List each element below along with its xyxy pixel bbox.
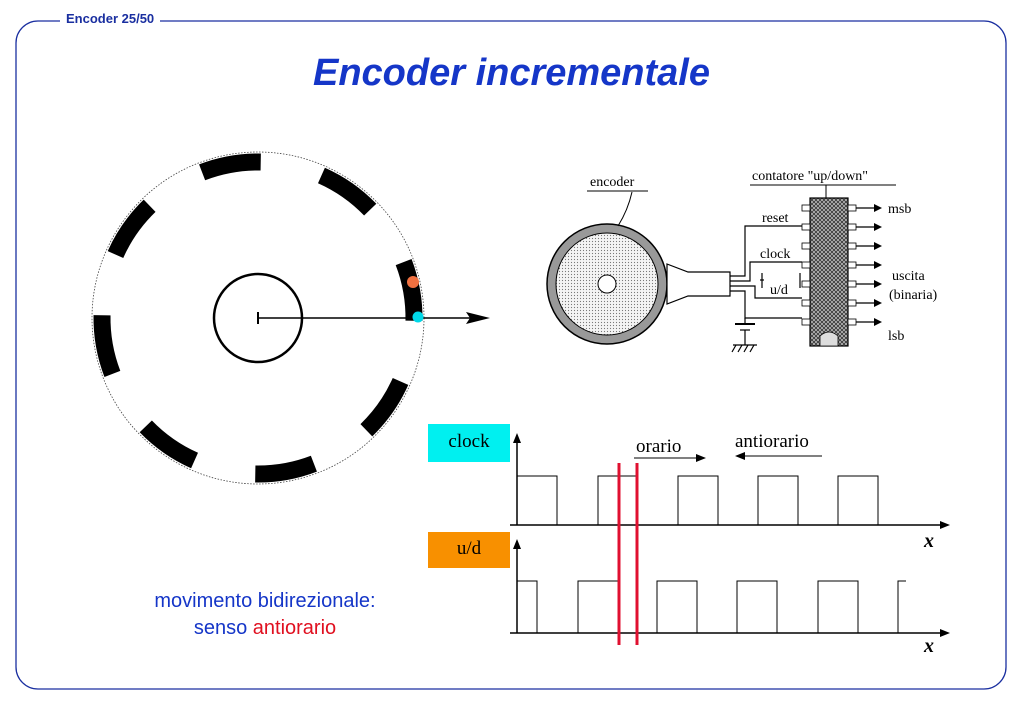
disk-segment <box>317 167 377 216</box>
msb-label: msb <box>888 202 911 217</box>
encoder-shaft <box>597 274 617 294</box>
x-label-bottom: x <box>923 635 934 657</box>
ud-waveform <box>517 580 906 634</box>
counter-pin-left <box>801 318 811 326</box>
ud-label: u/d <box>770 283 788 298</box>
caption-prefix: senso <box>193 617 253 639</box>
sensor-a-dot <box>407 276 419 288</box>
slide-label: Encoder 25/50 <box>60 11 161 26</box>
output-arrow-head <box>874 242 882 250</box>
counter-label: contatore "up/down" <box>752 169 868 184</box>
output-arrow-head <box>874 223 882 231</box>
signal-wires <box>730 225 802 353</box>
output-label-1: uscita <box>892 269 925 284</box>
orario-label: orario <box>636 436 681 457</box>
counter-pin-left <box>801 280 811 288</box>
output-arrow-head <box>874 318 882 326</box>
sensor-b-dot <box>412 311 424 323</box>
disk-segment <box>93 315 121 377</box>
disk-segment <box>139 420 199 469</box>
x-label-top: x <box>923 530 934 552</box>
encoder-label: encoder <box>590 175 635 190</box>
caption-line-1: movimento bidirezionale: <box>154 590 376 612</box>
counter-pin-left <box>801 242 811 250</box>
disk-segment <box>255 455 317 483</box>
counter-chip <box>809 197 849 347</box>
counter-pin-left <box>801 261 811 269</box>
caption-line-2: senso antiorario <box>100 615 430 642</box>
reset-label: reset <box>762 211 789 226</box>
disk-segment <box>199 153 261 181</box>
antiorario-label: antiorario <box>735 431 809 452</box>
output-arrow-head <box>874 261 882 269</box>
radius-arrow-head <box>466 312 490 324</box>
lsb-label: lsb <box>888 329 904 344</box>
page-title: Encoder incrementale <box>312 52 711 94</box>
disk-segment <box>360 377 409 437</box>
counter-pins <box>801 204 882 326</box>
caption: movimento bidirezionale: senso antiorari… <box>100 588 430 642</box>
clock-waveform <box>517 475 879 526</box>
counter-pin-left <box>801 299 811 307</box>
output-arrow-head <box>874 299 882 307</box>
output-label-2: (binaria) <box>889 288 938 303</box>
clock-label: clock <box>760 247 790 262</box>
output-arrow-head <box>874 280 882 288</box>
disk-segments <box>93 153 423 483</box>
output-arrow-head <box>874 204 882 212</box>
clock-signal-box: clock <box>428 424 510 462</box>
counter-pin-left <box>801 223 811 231</box>
ud-signal-box: u/d <box>428 532 510 568</box>
disk-segment <box>107 199 156 259</box>
encoder-cable-connector <box>666 263 731 305</box>
caption-highlight: antiorario <box>252 617 337 639</box>
counter-pin-left <box>801 204 811 212</box>
